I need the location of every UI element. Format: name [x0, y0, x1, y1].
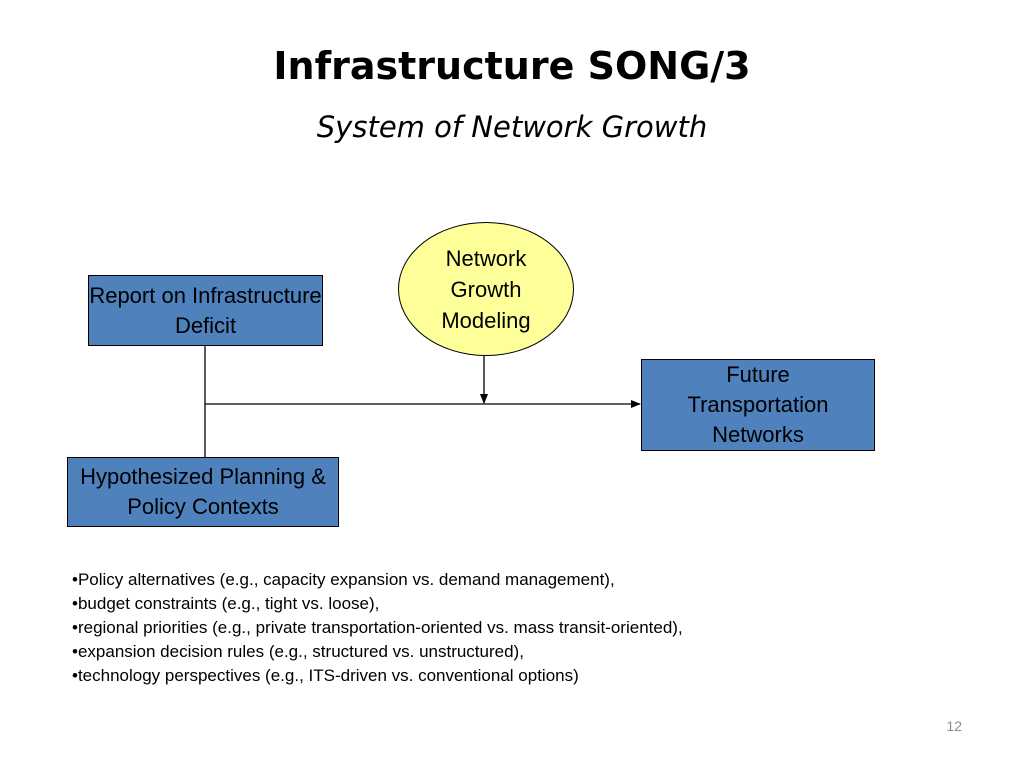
- page-number: 12: [946, 718, 962, 734]
- slide-subtitle: System of Network Growth: [316, 110, 708, 144]
- contexts-box-label: Hypothesized Planning & Policy Contexts: [80, 464, 326, 519]
- bullet-item: •Policy alternatives (e.g., capacity exp…: [72, 570, 615, 589]
- future-transportation-networks-box: Future Transportation Networks: [641, 359, 875, 451]
- bullet-item: •technology perspectives (e.g., ITS-driv…: [72, 666, 579, 685]
- network-growth-modeling-oval: Network Growth Modeling: [398, 222, 574, 356]
- hypothesized-planning-contexts-box: Hypothesized Planning & Policy Contexts: [67, 457, 339, 527]
- bullet-list: •Policy alternatives (e.g., capacity exp…: [72, 568, 683, 688]
- slide-title: Infrastructure SONG/3: [273, 44, 751, 88]
- future-box-label: Future Transportation Networks: [687, 362, 829, 447]
- modeling-oval-label: Network Growth Modeling: [441, 245, 531, 333]
- bullet-item: •expansion decision rules (e.g., structu…: [72, 642, 524, 661]
- bullet-item: •regional priorities (e.g., private tran…: [72, 618, 683, 637]
- report-infrastructure-deficit-box: Report on Infrastructure Deficit: [88, 275, 323, 346]
- bullet-item: •budget constraints (e.g., tight vs. loo…: [72, 594, 380, 613]
- report-box-label: Report on Infrastructure Deficit: [89, 282, 322, 338]
